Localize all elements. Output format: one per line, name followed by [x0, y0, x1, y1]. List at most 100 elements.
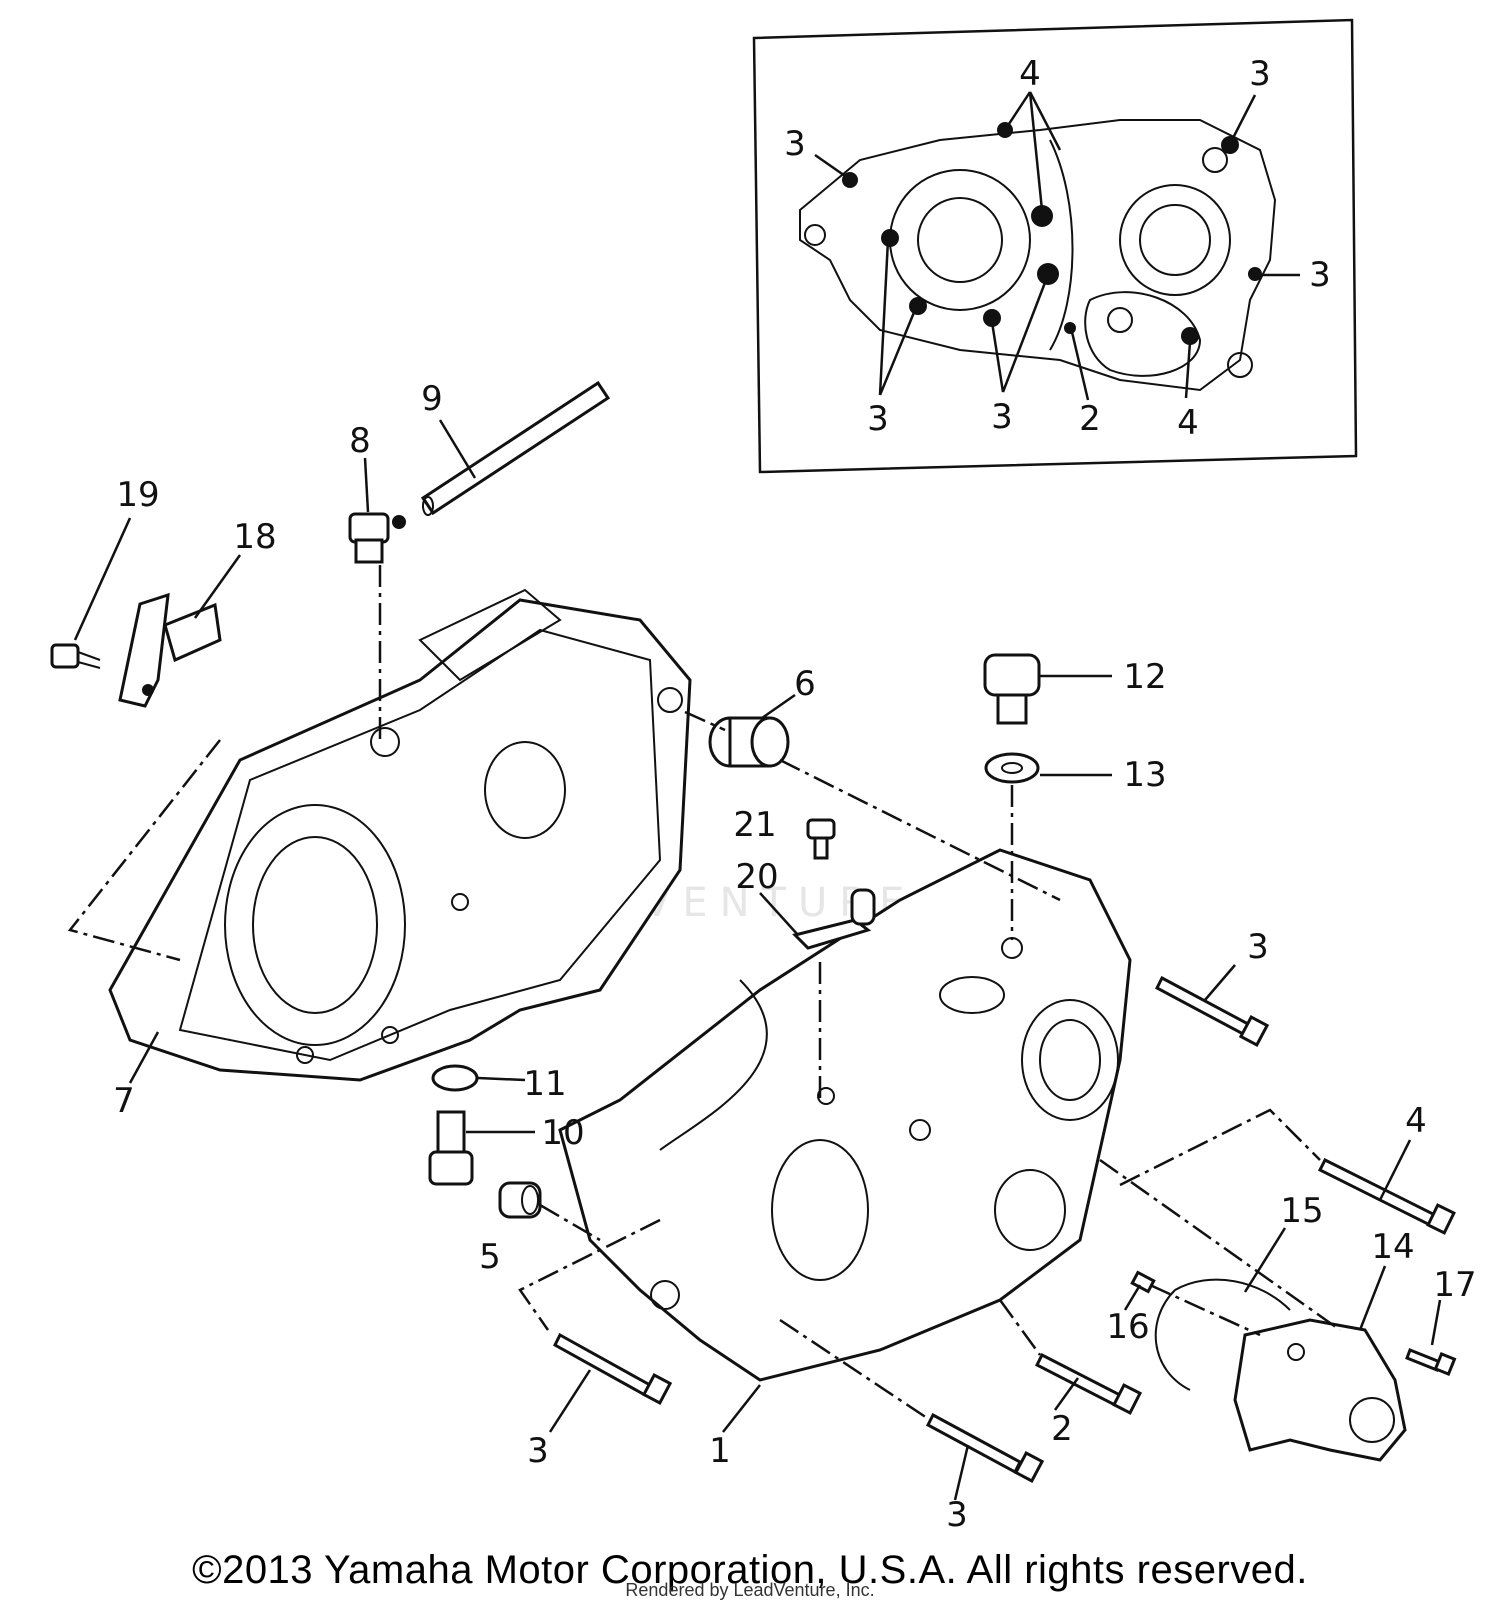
part-18-bracket — [118, 592, 222, 708]
leader — [1053, 1377, 1080, 1411]
callout-label: 3 — [527, 1431, 549, 1471]
inset-leader — [1230, 94, 1257, 141]
inset-split-line — [1049, 139, 1074, 351]
left-hole — [381, 1026, 399, 1044]
inset-callout: 4 — [1019, 54, 1041, 94]
leader — [548, 1369, 592, 1433]
callout-label: 9 — [421, 379, 443, 419]
inset-case-outline — [799, 119, 1277, 392]
assembly-line — [779, 1318, 931, 1422]
leader — [363, 457, 370, 513]
callout-label: 11 — [523, 1064, 566, 1104]
right-oil-seat — [939, 976, 1005, 1014]
callout-label: 19 — [116, 475, 159, 515]
callout-label: 4 — [1405, 1101, 1427, 1141]
leader — [128, 1031, 160, 1084]
leader — [1243, 1227, 1287, 1293]
callout-label: 1 — [709, 1431, 731, 1471]
fitting-head — [348, 512, 390, 544]
part-3-bolt-upper — [1155, 975, 1270, 1047]
part-9-pipe — [420, 380, 611, 516]
bolt-head — [1238, 1015, 1270, 1047]
part-11-washer — [431, 1064, 479, 1092]
left-boss — [370, 727, 400, 757]
left-bore-outer — [224, 804, 406, 1046]
callout-label: 7 — [113, 1081, 135, 1121]
inset-leader — [1003, 91, 1062, 211]
part-16-dowel — [1130, 1270, 1156, 1294]
bolt-head — [641, 1373, 673, 1405]
bolt-shank — [553, 1332, 652, 1398]
part-3-bolt-lower-left — [553, 1332, 673, 1405]
inset-bolt-dot — [1064, 322, 1076, 334]
callout-label: 18 — [233, 517, 276, 557]
bolt-head — [428, 1150, 474, 1186]
leader — [1123, 1284, 1142, 1311]
inset-bolt-dot — [1181, 327, 1199, 345]
cover-hole — [1287, 1343, 1305, 1361]
leader — [477, 1076, 526, 1082]
inset-left-bore — [889, 169, 1031, 311]
inset-frame — [752, 18, 1358, 474]
inset-hole — [1107, 307, 1133, 333]
bolt-head — [1426, 1203, 1456, 1235]
plug-head — [983, 653, 1041, 697]
assembly-line — [1099, 1158, 1341, 1332]
inset-bolt-dot — [1037, 263, 1059, 285]
inset-bolt-dot — [1248, 267, 1262, 281]
cover-body — [1233, 1318, 1407, 1462]
assembly-line — [67, 739, 221, 962]
bush-face — [521, 1185, 539, 1215]
screw-head — [50, 643, 80, 669]
callout-label: 2 — [1051, 1409, 1073, 1449]
guide-plate — [792, 918, 872, 950]
callout-label: 10 — [541, 1113, 584, 1153]
right-rib — [659, 979, 768, 1151]
bracket-hole — [142, 684, 154, 696]
bolt-shank — [1034, 1352, 1123, 1408]
bolt-shank — [926, 1412, 1022, 1475]
inset-crankcase-view: 4 3 3 3 3 3 2 4 — [752, 18, 1358, 474]
copyright-notice: ©2013 Yamaha Motor Corporation, U.S.A. A… — [192, 1548, 1308, 1592]
leader — [759, 892, 799, 936]
bolt-shank — [1155, 975, 1252, 1038]
part-15-gasket — [1154, 1278, 1291, 1391]
bolt-head — [1111, 1383, 1143, 1415]
leader — [193, 554, 242, 619]
inset-leader — [1184, 341, 1192, 399]
left-boss — [657, 687, 683, 713]
fitting-nipple — [392, 515, 406, 529]
screw-head — [1433, 1352, 1457, 1376]
part-14-cover — [1233, 1318, 1407, 1462]
left-bore-inner — [252, 836, 378, 1014]
leader — [761, 693, 796, 720]
plug-thread — [996, 693, 1028, 725]
washer-outer — [984, 752, 1040, 784]
inset-bolt-dot — [983, 309, 1001, 327]
inset-bolt-dot — [909, 297, 927, 315]
callout-label: 5 — [479, 1237, 501, 1277]
inset-callout: 3 — [1249, 54, 1271, 94]
callout-label: 14 — [1371, 1227, 1414, 1267]
part-2-bolt — [1034, 1352, 1143, 1415]
inset-hole — [804, 224, 826, 246]
bush-face — [750, 716, 790, 768]
inset-right-bore-inner — [1139, 204, 1211, 276]
inset-callout: 3 — [991, 397, 1013, 437]
assembly-line — [684, 710, 726, 732]
screw-thread — [77, 651, 101, 669]
guide-post — [850, 888, 876, 926]
callout-label: 15 — [1280, 1191, 1323, 1231]
right-hole — [909, 1119, 931, 1141]
assembly-line — [1149, 1283, 1261, 1337]
callout-label: 16 — [1106, 1307, 1149, 1347]
pipe-end — [422, 496, 434, 516]
leader — [1430, 1299, 1442, 1346]
pipe-body — [420, 380, 611, 516]
leader — [438, 419, 477, 479]
leader — [953, 1444, 970, 1501]
callout-label: 6 — [794, 664, 816, 704]
part-3-bolt-lower-right — [926, 1412, 1045, 1483]
part-17-screw — [1405, 1348, 1457, 1376]
